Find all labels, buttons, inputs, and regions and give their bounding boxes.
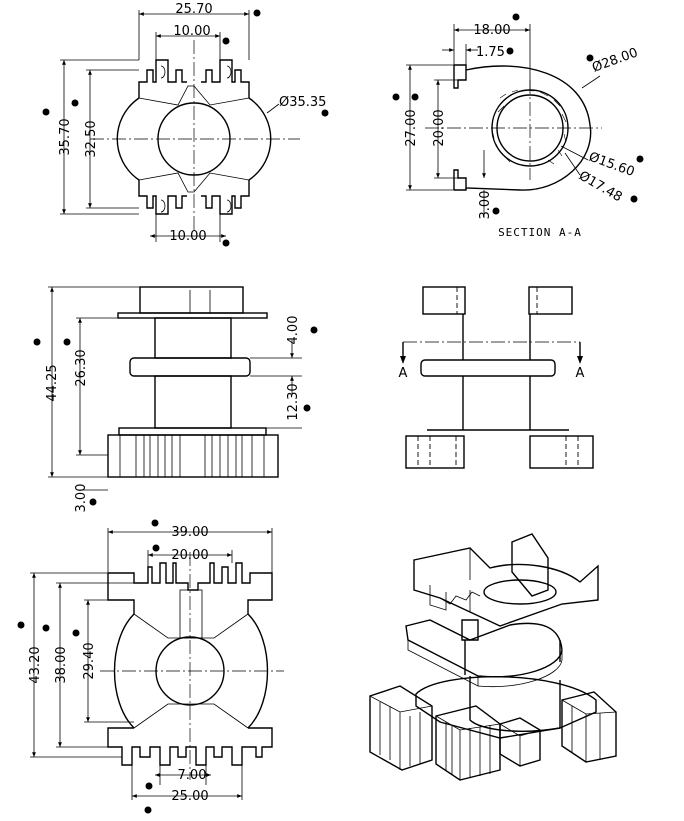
section-view-drawing xyxy=(425,64,602,191)
bottom-view-labels: 39.00 20.00 43.20 38.00 29.40 7.00 25.00 xyxy=(28,525,209,804)
side-view-dimensions xyxy=(48,286,302,491)
side-pin-label: 3.00 xyxy=(74,484,89,513)
top-view-drawing xyxy=(90,40,300,232)
top-view-markers xyxy=(42,9,329,247)
section-lip-label: 3.00 xyxy=(478,191,493,220)
front-view-labels: A A xyxy=(399,366,585,381)
side-total-height-label: 44.25 xyxy=(45,364,60,401)
bottom-core-height-label: 29.40 xyxy=(82,642,97,679)
top-slot-bottom-label: 10.00 xyxy=(169,229,206,244)
top-height-label: 35.70 xyxy=(58,118,73,155)
section-height-label: 27.00 xyxy=(404,109,419,146)
top-view-labels: 25.70 10.00 35.70 32.50 Ø35.35 10.00 xyxy=(58,2,326,244)
top-diameter-label: Ø35.35 xyxy=(279,95,326,110)
side-flange-label: 4.00 xyxy=(286,316,301,345)
bottom-view-markers xyxy=(17,519,160,814)
section-wall-label: 1.75 xyxy=(476,45,505,60)
bottom-height-label: 43.20 xyxy=(28,646,43,683)
bottom-inner-height-label: 38.00 xyxy=(54,646,69,683)
front-view-drawing xyxy=(400,286,594,469)
section-outer-dia-label: Ø28.00 xyxy=(590,45,640,75)
bottom-view-dimensions xyxy=(30,528,273,800)
section-title: SECTION A-A xyxy=(498,226,582,239)
top-width-label: 25.70 xyxy=(175,2,212,17)
bottom-view-drawing xyxy=(100,552,284,780)
section-view-labels: 18.00 1.75 Ø28.00 27.00 20.00 Ø15.60 Ø17… xyxy=(404,23,640,239)
bottom-pin-span-label: 25.00 xyxy=(171,789,208,804)
bottom-pin-pitch-label: 7.00 xyxy=(178,768,207,783)
section-mark-right: A xyxy=(576,366,585,381)
bottom-width-label: 39.00 xyxy=(171,525,208,540)
top-slot-label: 10.00 xyxy=(173,24,210,39)
side-height-label: 26.30 xyxy=(74,349,89,386)
bottom-slot-label: 20.00 xyxy=(171,548,208,563)
section-view-markers xyxy=(392,13,644,215)
side-gap-label: 12.30 xyxy=(286,383,301,420)
section-inner-height-label: 20.00 xyxy=(432,109,447,146)
side-view-markers xyxy=(33,326,318,506)
top-view-dimensions xyxy=(60,10,280,242)
section-width-label: 18.00 xyxy=(473,23,510,38)
section-mark-left: A xyxy=(399,366,408,381)
top-inner-height-label: 32.50 xyxy=(84,120,99,157)
exploded-isometric-view xyxy=(369,533,617,781)
section-view-dimensions xyxy=(406,24,601,218)
side-view-drawing xyxy=(107,286,279,478)
side-view-labels: 44.25 26.30 4.00 12.30 3.00 xyxy=(45,316,301,513)
